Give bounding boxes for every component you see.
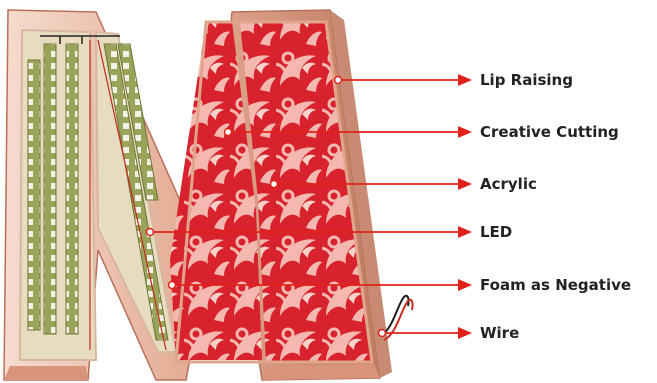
label-foam-as-negative: Foam as Negative [480,276,631,294]
label-lip-raising: Lip Raising [480,71,573,89]
callout-wire [379,327,473,339]
label-creative-cutting: Creative Cutting [480,123,619,141]
label-led: LED [480,223,512,241]
label-wire: Wire [480,324,519,342]
callout-lip-raising [335,74,473,86]
label-acrylic: Acrylic [480,175,537,193]
